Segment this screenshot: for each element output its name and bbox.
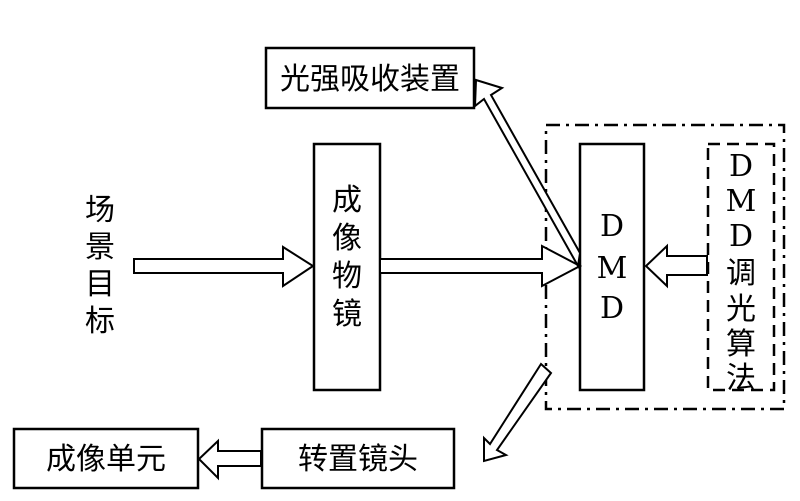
imaging-objective-char: 镜: [332, 297, 362, 332]
dmd-label: D M D: [597, 209, 628, 326]
imaging-objective-char: 像: [332, 221, 362, 256]
arrow-dmd-to-relay-lens: [483, 362, 553, 463]
imaging-unit-box: [12, 427, 200, 490]
arrow-objective-to-dmd: [379, 244, 583, 288]
dmd-char: M: [597, 251, 628, 286]
imaging-objective-char: 成: [332, 183, 362, 218]
scene-target-char: 标: [85, 304, 115, 339]
dmd-algorithm-char: M: [726, 184, 757, 219]
arrow-dmd-to-light-absorber: [473, 78, 582, 270]
arrow-algorithm-to-dmd: [644, 243, 708, 289]
imaging-objective-label: 成 像 物 镜: [332, 183, 362, 332]
arrow-scene-to-objective: [133, 245, 315, 288]
dmd-char: D: [600, 291, 624, 326]
dmd-algorithm-char: 调: [726, 256, 756, 291]
dmd-algorithm-char: D: [729, 149, 753, 184]
light-absorber-label: 光强吸收装置: [280, 62, 460, 97]
dmd-char: D: [600, 209, 624, 244]
dmd-algorithm-label: D M D 调 光 算 法: [726, 149, 757, 396]
imaging-objective-box: [312, 142, 382, 392]
scene-target-char: 景: [85, 230, 115, 265]
scene-target-char: 场: [85, 193, 115, 228]
relay-lens-label: 转置镜头: [298, 442, 418, 477]
imaging-unit-label: 成像单元: [46, 442, 166, 477]
arrow-relay-to-imaging-unit: [197, 438, 262, 481]
dmd-algorithm-char: 算: [726, 327, 756, 362]
light-absorber-box: [264, 46, 476, 110]
imaging-objective-char: 物: [332, 259, 362, 294]
dmd-algorithm-char: 法: [726, 361, 756, 396]
dmd-algorithm-char: 光: [726, 292, 756, 327]
scene-target-label: 场 景 目 标: [85, 193, 115, 339]
dmd-algorithm-char: D: [729, 219, 753, 254]
scene-target-char: 目: [85, 267, 115, 302]
